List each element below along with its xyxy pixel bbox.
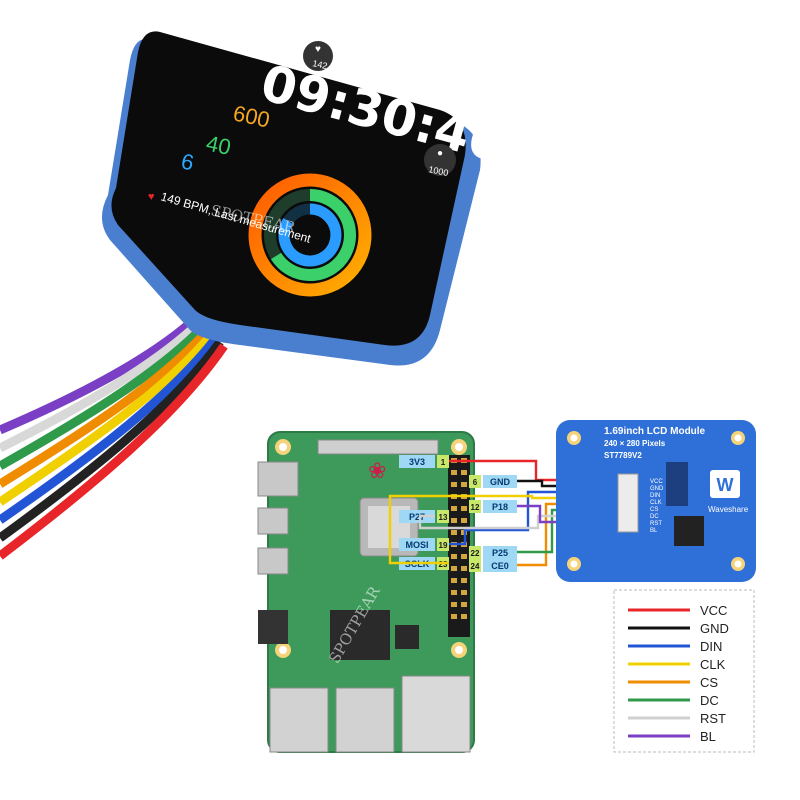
module-brand: Waveshare: [708, 505, 749, 514]
pin-mosi-number: 19: [439, 541, 448, 550]
legend-label-din: DIN: [700, 639, 722, 654]
pin-gnd-number: 6: [473, 478, 478, 487]
module-resolution: 240 × 280 Pixels: [604, 439, 666, 448]
wire-legend: VCC GND DIN CLK CS DC RST BL: [613, 589, 755, 753]
legend-label-bl: BL: [700, 729, 716, 744]
lcd-drop-badge: [424, 144, 456, 176]
pin-gnd-label: GND: [490, 477, 511, 487]
pin-label-bg: [399, 455, 435, 468]
pin-mosi-label: MOSI: [405, 540, 428, 550]
raspberry-pi-board: ❀ SPOTPEAR: [257, 431, 475, 753]
module-pin-cs: CS: [650, 507, 658, 513]
pin-p27-label: P27: [409, 512, 425, 522]
lcd-heart-value: 142: [312, 58, 329, 71]
module-pin-dc: DC: [650, 514, 659, 520]
waveshare-logo-icon: [710, 470, 740, 498]
lcd-heart-badge: [303, 41, 333, 71]
legend-label-rst: RST: [700, 711, 726, 726]
legend-label-vcc: VCC: [700, 603, 727, 618]
pin-p18-label: P18: [492, 502, 508, 512]
drop-icon: ●: [437, 148, 443, 159]
pin-sclk-number: 23: [439, 560, 448, 569]
module-pin-clk: CLK: [650, 500, 662, 506]
wire-din: [449, 490, 620, 546]
lcd-metric-green: 40: [204, 130, 233, 160]
pin-p27-number: 13: [439, 513, 448, 522]
lcd-activity-rings: [248, 173, 372, 297]
pin-p18-number: 12: [471, 503, 480, 512]
module-pin-gnd: GND: [650, 486, 664, 492]
module-title: 1.69inch LCD Module: [604, 426, 706, 437]
pin-p25-label: P25: [492, 548, 508, 558]
pin-ce0-label: CE0: [491, 561, 509, 571]
pin-3v3-number: 1: [441, 458, 446, 467]
svg-text:W: W: [717, 475, 734, 495]
module-pin-vcc: VCC: [650, 479, 663, 485]
legend-label-cs: CS: [700, 675, 718, 690]
legend-label-clk: CLK: [700, 657, 726, 672]
lcd-metric-blue: 6: [179, 148, 196, 175]
lcd-display: 09:30:46 600 40 6 ♥ 142 ● 1000 ♥ 149 BPM…: [101, 31, 510, 366]
module-chip: [674, 516, 704, 546]
legend-label-dc: DC: [700, 693, 719, 708]
lcd-module-board: 1.69inch LCD Module 240 × 280 Pixels ST7…: [556, 420, 756, 582]
pin-3v3-label: 3V3: [409, 457, 425, 467]
module-connector: [617, 473, 639, 533]
module-driver: ST7789V2: [604, 451, 642, 460]
lcd-status-heart-icon: ♥: [148, 191, 155, 203]
module-pin-rst: RST: [650, 521, 662, 527]
pin-ce0-number: 24: [471, 562, 480, 571]
pin-p25-number: 22: [471, 549, 480, 558]
wire-rst: [418, 514, 620, 530]
raspberry-logo-icon: ❀: [368, 458, 386, 483]
pi-pin-labels: 3V3 1 6 GND P27 13 12 P18 MOSI 19 22 P25…: [399, 455, 517, 572]
wire-clk: [388, 494, 620, 565]
lcd-drop-value: 1000: [428, 164, 450, 178]
module-pin-bl: BL: [650, 528, 658, 534]
module-pin-din: DIN: [650, 493, 660, 499]
heart-icon: ♥: [315, 44, 321, 55]
ribbon-cable: [0, 314, 228, 560]
legend-label-gnd: GND: [700, 621, 729, 636]
